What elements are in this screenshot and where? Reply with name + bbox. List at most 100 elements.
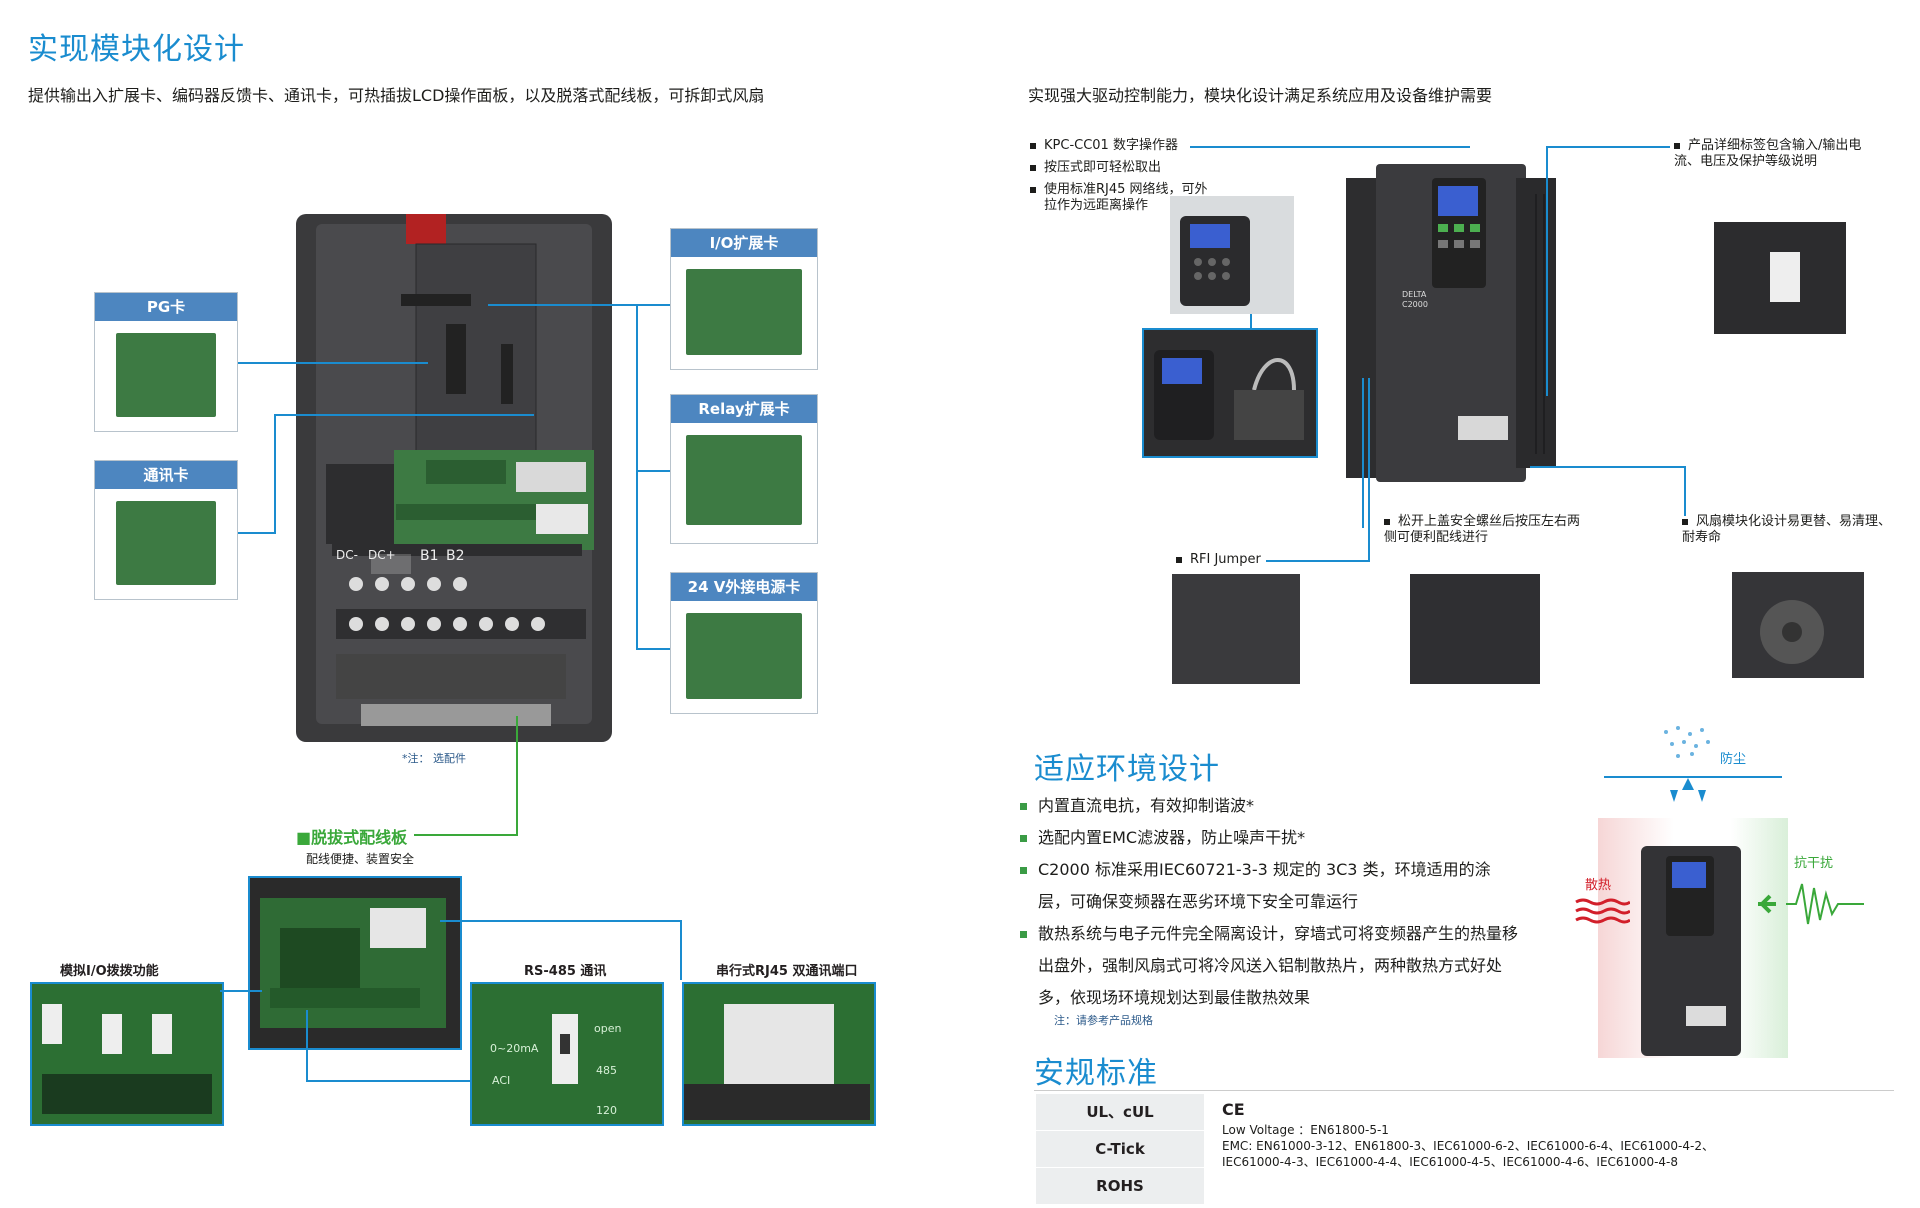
arrow-line-rj45-h bbox=[440, 920, 680, 922]
connector-line-comm-v bbox=[274, 414, 276, 534]
connector-line-power24 bbox=[636, 648, 670, 650]
connector-line-comm-h2 bbox=[274, 414, 534, 416]
connector-line-io bbox=[488, 304, 670, 306]
switch-label-485: 485 bbox=[596, 1064, 617, 1077]
switch-label-020ma: 0~20mA bbox=[490, 1042, 539, 1055]
arrow-line-rs485-v bbox=[306, 1010, 308, 1080]
keypad-remote-photo bbox=[1142, 328, 1318, 458]
heat-wave-icon bbox=[1574, 896, 1631, 926]
terminal-label-dcp: DC+ bbox=[368, 548, 396, 562]
env-list: 内置直流电抗，有效抑制谐波* 选配内置EMC滤波器，防止噪声干扰* C2000 … bbox=[1020, 790, 1520, 1014]
connector-line-wiring-v bbox=[516, 716, 518, 836]
safety-title: 安规标准 bbox=[1034, 1056, 1158, 1091]
terminal-label-b2: B2 bbox=[446, 548, 465, 564]
rfi-callout-line-v bbox=[1368, 378, 1370, 562]
label-photo bbox=[1714, 222, 1846, 334]
arrow-line-rj45-v bbox=[680, 920, 682, 980]
pg-card: PG卡 bbox=[94, 292, 238, 432]
env-note: 注：请参考产品规格 bbox=[1054, 1014, 1153, 1027]
wiring-board-title: ■脱拔式配线板 bbox=[296, 828, 408, 847]
screw-callout: 松开上盖安全螺丝后按压左右两侧可便利配线进行 bbox=[1384, 514, 1584, 546]
drive-brand: DELTA bbox=[1402, 290, 1427, 299]
dust-label: 防尘 bbox=[1720, 752, 1747, 767]
pg-card-label: PG卡 bbox=[95, 293, 237, 321]
label-callout-line-v bbox=[1546, 146, 1548, 396]
right-page-subtitle: 实现强大驱动控制能力，模块化设计满足系统应用及设备维护需要 bbox=[1028, 86, 1493, 105]
keypad-callout-1: KPC-CC01 数字操作器 bbox=[1044, 138, 1178, 153]
safety-ul: UL、cUL bbox=[1086, 1103, 1154, 1121]
analog-io-label: 模拟I/O拨拨功能 bbox=[60, 964, 159, 979]
keypad-callout: KPC-CC01 数字操作器 按压式即可轻松取出 使用标准RJ45 网络线，可外… bbox=[1030, 138, 1220, 214]
env-divider bbox=[1604, 776, 1782, 778]
power24-card-label: 24 V外接电源卡 bbox=[671, 573, 817, 601]
power24-card: 24 V外接电源卡 bbox=[670, 572, 818, 714]
safety-left-table: UL、cUL C-Tick ROHS bbox=[1036, 1094, 1204, 1204]
safety-line-1: Low Voltage ：EN61800-5-1 bbox=[1222, 1123, 1389, 1137]
c2000-drive-photo bbox=[1346, 164, 1556, 482]
switch-label-open: open bbox=[594, 1022, 622, 1035]
safety-lines: Low Voltage ：EN61800-5-1 EMC: EN61000-3-… bbox=[1222, 1122, 1714, 1170]
wiring-board-title-text: 脱拔式配线板 bbox=[311, 828, 408, 847]
keypad-callout-3: 使用标准RJ45 网络线，可外拉作为远距离操作 bbox=[1044, 182, 1208, 213]
safety-ctick: C-Tick bbox=[1036, 1130, 1204, 1167]
rfi-callout-text: RFI Jumper bbox=[1190, 552, 1261, 567]
dust-icon bbox=[1656, 724, 1716, 764]
io-card: I/O扩展卡 bbox=[670, 228, 818, 370]
rfi-callout-line bbox=[1266, 560, 1368, 562]
power24-card-photo bbox=[686, 613, 802, 699]
comm-card-photo bbox=[116, 501, 216, 585]
fan-callout-line-v bbox=[1684, 466, 1686, 516]
fan-callout-line-h bbox=[1530, 466, 1684, 468]
keypad-photo bbox=[1170, 196, 1294, 314]
pg-card-photo bbox=[116, 333, 216, 417]
keypad-callout-line bbox=[1190, 146, 1470, 148]
rs485-label: RS-485 通讯 bbox=[524, 964, 607, 979]
label-callout-text: 产品详细标签包含输入/输出电流、电压及保护等级说明 bbox=[1674, 138, 1862, 169]
env-item-1: 内置直流电抗，有效抑制谐波* bbox=[1020, 790, 1520, 822]
keypad-callout-2: 按压式即可轻松取出 bbox=[1044, 160, 1162, 175]
relay-card: Relay扩展卡 bbox=[670, 394, 818, 544]
screw-callout-text: 松开上盖安全螺丝后按压左右两侧可便利配线进行 bbox=[1384, 514, 1581, 545]
wiring-board-photo bbox=[248, 876, 462, 1050]
drive-inner-view bbox=[296, 214, 612, 742]
connector-line-right-trunk bbox=[636, 304, 638, 650]
connector-line-pg bbox=[238, 362, 428, 364]
rj45-photo bbox=[682, 982, 876, 1126]
label-callout-line bbox=[1546, 146, 1670, 148]
drive-model: C2000 bbox=[1402, 300, 1428, 309]
arrow-line-analog bbox=[220, 990, 262, 992]
safety-line-3: IEC61000-4-3、IEC61000-4-4、IEC61000-4-5、I… bbox=[1222, 1155, 1679, 1169]
fan-callout: 风扇模块化设计易更替、易清理、耐寿命 bbox=[1682, 514, 1892, 546]
terminal-label-dcm: DC- bbox=[336, 548, 358, 562]
heat-label: 散热 bbox=[1585, 878, 1612, 893]
interference-label: 抗干扰 bbox=[1794, 856, 1834, 871]
wiring-board-subtitle: 配线便捷、装置安全 bbox=[306, 852, 415, 866]
env-title: 适应环境设计 bbox=[1034, 752, 1220, 787]
comm-card: 通讯卡 bbox=[94, 460, 238, 600]
io-card-label: I/O扩展卡 bbox=[671, 229, 817, 257]
safety-divider bbox=[1034, 1090, 1894, 1091]
switch-label-aci: ACI bbox=[492, 1074, 511, 1087]
option-note: *注： 选配件 bbox=[402, 752, 466, 765]
relay-card-label: Relay扩展卡 bbox=[671, 395, 817, 423]
rfi-callout: RFI Jumper bbox=[1176, 552, 1261, 568]
left-page-subtitle: 提供输出入扩展卡、编码器反馈卡、通讯卡，可热插拔LCD操作面板，以及脱落式配线板… bbox=[28, 86, 765, 105]
rs485-photo bbox=[470, 982, 664, 1126]
env-item-2: 选配内置EMC滤波器，防止噪声干扰* bbox=[1020, 822, 1520, 854]
fan-callout-text: 风扇模块化设计易更替、易清理、耐寿命 bbox=[1682, 514, 1892, 545]
interference-icon bbox=[1756, 874, 1866, 934]
left-page-title: 实现模块化设计 bbox=[28, 32, 245, 67]
env-item-4: 散热系统与电子元件完全隔离设计，穿墙式可将变频器产生的热量移出盘外，强制风扇式可… bbox=[1020, 918, 1520, 1014]
arrow-line-rs485-h bbox=[306, 1080, 470, 1082]
connector-line-relay bbox=[636, 470, 670, 472]
safety-ce: CE bbox=[1222, 1100, 1245, 1119]
env-drive-photo bbox=[1636, 846, 1746, 1056]
comm-card-label: 通讯卡 bbox=[95, 461, 237, 489]
connector-line-comm-h bbox=[238, 532, 274, 534]
switch-label-120: 120 bbox=[596, 1104, 617, 1117]
screw-callout-line bbox=[1362, 378, 1364, 528]
safety-line-2: EMC: EN61000-3-12、EN61800-3、IEC61000-6-2… bbox=[1222, 1139, 1714, 1153]
screw-photo bbox=[1410, 574, 1540, 684]
terminal-label-b1: B1 bbox=[420, 548, 439, 564]
dust-arrows-icon bbox=[1668, 776, 1708, 802]
